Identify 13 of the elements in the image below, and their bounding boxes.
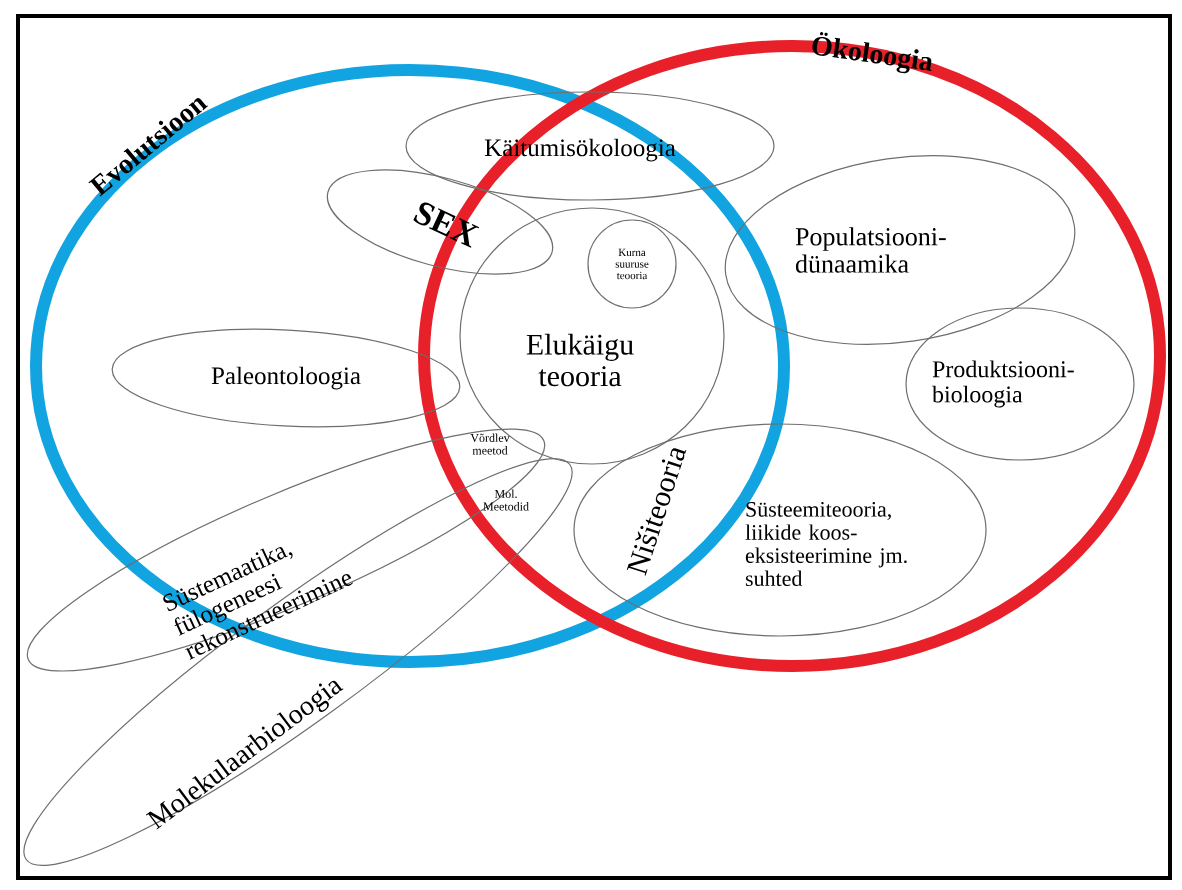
region-label: Süsteemiteooria, liikide koos- eksisteerimine jm. suhted [745, 502, 907, 587]
ellipse-region [725, 155, 1076, 345]
region-title: Ökoloogia [812, 32, 932, 74]
ellipse-region [111, 328, 461, 428]
ellipse-region [405, 91, 775, 201]
ellipse-region [587, 219, 677, 309]
region-label: Populatsiooni- dünaamika [795, 227, 946, 273]
region-label: Paleontoloogia [211, 366, 361, 390]
region-label: SEX [413, 202, 480, 248]
region-label: Elukäigu teooria [526, 333, 634, 387]
ellipse-region [905, 307, 1135, 461]
ellipse-region [23, 458, 573, 866]
region-label: Produktsiooni- bioloogia [932, 360, 1074, 408]
